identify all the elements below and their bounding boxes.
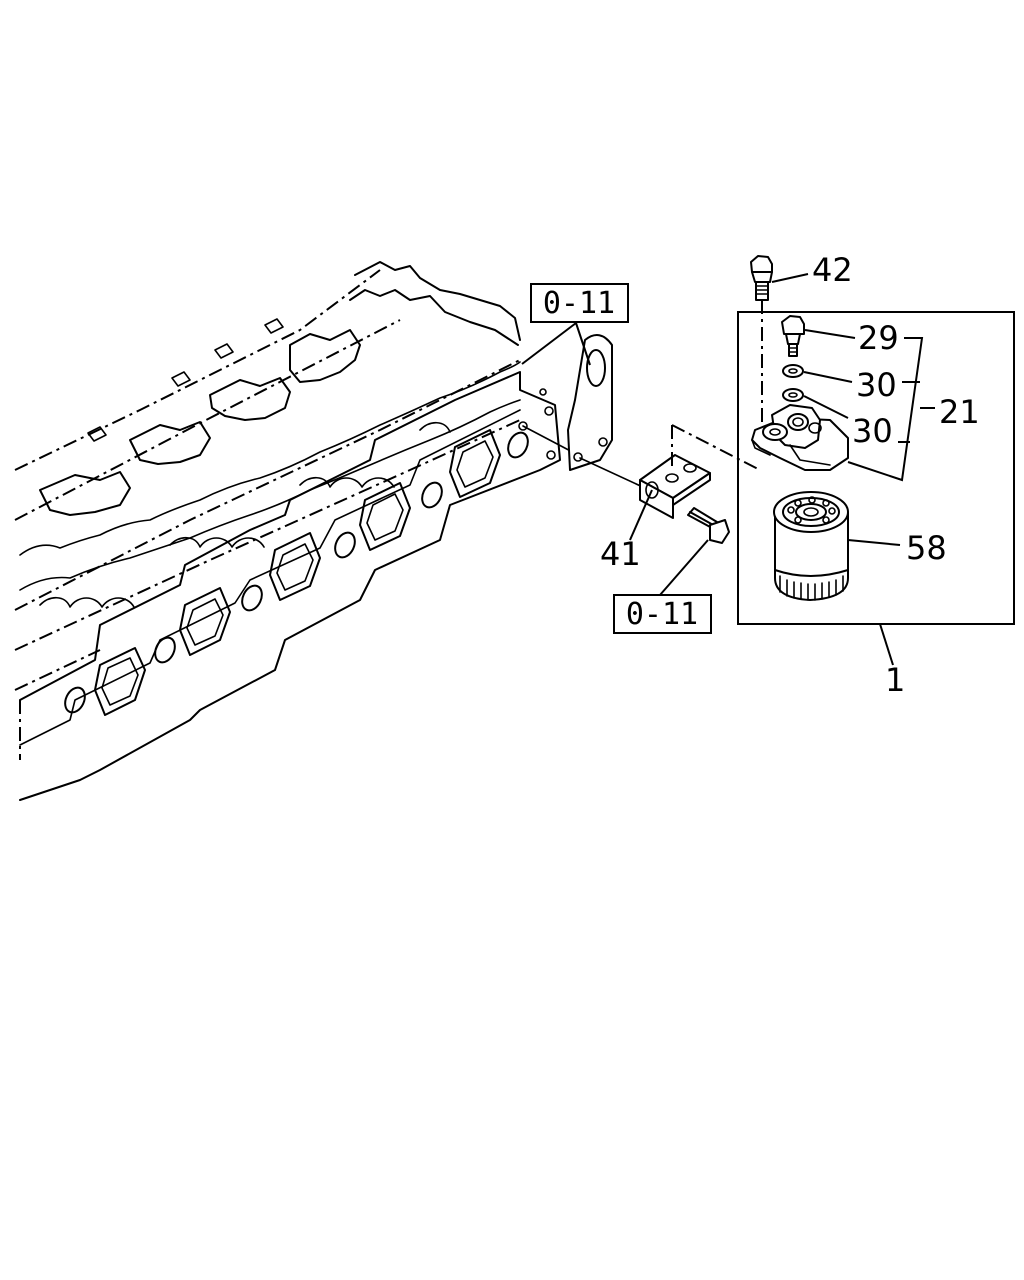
mounting-bracket [639, 424, 761, 519]
callout-30-lower: 30 [852, 412, 893, 450]
callout-42: 42 [812, 251, 853, 289]
leader-58 [847, 539, 901, 546]
callout-58: 58 [906, 529, 947, 567]
washer-30-lower-hole [788, 392, 798, 398]
leader-41 [629, 489, 653, 541]
ref-box-bottom[interactable]: 0-11 [613, 594, 712, 634]
ref-box-bottom-label: 0-11 [626, 597, 698, 632]
bolt-42 [750, 255, 773, 430]
gasket-plate [567, 334, 661, 496]
callout-29: 29 [858, 319, 899, 357]
callout-1: 1 [885, 661, 905, 699]
callout-41: 41 [600, 535, 641, 573]
ref-bottom-leader [659, 539, 709, 596]
leader-1 [879, 623, 894, 666]
filter-head [751, 404, 849, 471]
leader-30-upper [803, 371, 853, 383]
oil-filter [773, 491, 849, 601]
callout-21: 21 [939, 393, 980, 431]
leader-42 [771, 273, 809, 283]
washer-30-upper [782, 364, 804, 378]
ref-box-top-label: 0-11 [543, 286, 615, 321]
washer-30-lower [782, 388, 804, 402]
kit-box [737, 311, 1015, 625]
bolt-29 [781, 315, 805, 357]
bracket-bolt [687, 507, 730, 544]
ref-box-top[interactable]: 0-11 [530, 283, 629, 323]
ref-top-leader-gasket [575, 322, 591, 366]
engine-block [14, 261, 581, 801]
ref-top-leader-block [521, 322, 577, 365]
leader-21-bracket [847, 337, 935, 482]
leader-30-lower [803, 395, 849, 419]
washer-30-upper-hole [788, 368, 798, 374]
leader-29 [804, 329, 856, 339]
callout-30-upper: 30 [856, 366, 897, 404]
